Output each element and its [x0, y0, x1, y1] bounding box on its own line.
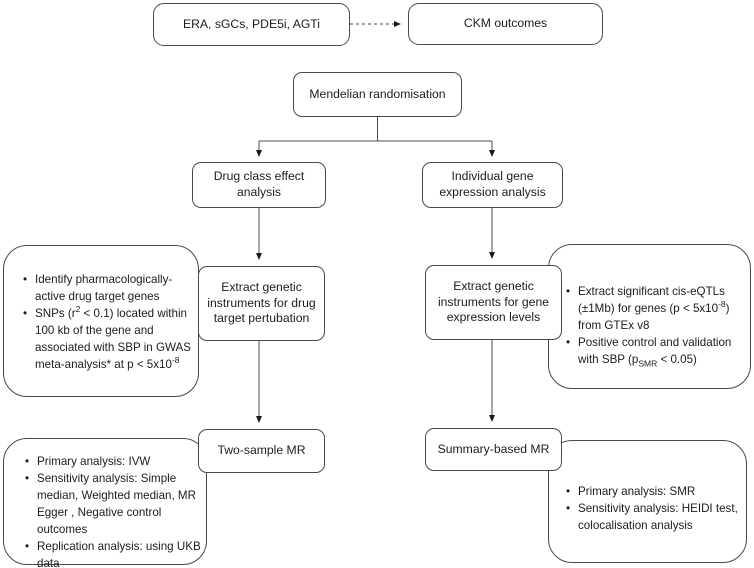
drug-instrument-notes-list: Identify pharmacologically-active drug t… — [4, 246, 198, 373]
note-item: SNPs (r2 < 0.1) located within 100 kb of… — [22, 305, 191, 373]
gene-instrument-notes-callout: Extract significant cis-eQTLs (±1Mb) for… — [548, 244, 751, 389]
exposures-box: ERA, sGCs, PDE5i, AGTi — [153, 3, 350, 46]
gene-analysis-notes-callout: Primary analysis: SMR Sensitivity analys… — [548, 440, 747, 563]
note-item: Primary analysis: IVW — [24, 453, 204, 470]
method-box: Mendelian randomisation — [293, 72, 462, 117]
note-item: Extract significant cis-eQTLs (±1Mb) for… — [565, 283, 747, 334]
twosample-mr-box: Two-sample MR — [198, 429, 325, 473]
note-item: Replication analysis: using UKB data — [24, 538, 204, 568]
outcomes-box: CKM outcomes — [408, 3, 603, 45]
note-item: Sensitivity analysis: Simple median, Wei… — [24, 470, 204, 538]
gene-extract-step-box: Extract genetic instruments for gene exp… — [425, 265, 562, 340]
note-item: Identify pharmacologically-active drug t… — [22, 271, 191, 305]
drug-extract-step-box: Extract genetic instruments for drug tar… — [198, 266, 325, 341]
note-item: Primary analysis: SMR — [565, 483, 742, 500]
drug-analysis-notes-callout: Primary analysis: IVW Sensitivity analys… — [3, 438, 207, 568]
gene-analysis-notes-list: Primary analysis: SMR Sensitivity analys… — [549, 441, 746, 534]
drug-branch-title-box: Drug class effect analysis — [192, 162, 326, 208]
note-item: Positive control and validation with SBP… — [565, 334, 747, 368]
drug-instrument-notes-callout: Identify pharmacologically-active drug t… — [3, 245, 199, 397]
gene-branch-title-box: Individual gene expression analysis — [422, 162, 563, 208]
gene-instrument-notes-list: Extract significant cis-eQTLs (±1Mb) for… — [549, 245, 750, 368]
note-item: Sensitivity analysis: HEIDI test, coloca… — [565, 500, 742, 534]
summary-mr-box: Summary-based MR — [425, 428, 562, 471]
drug-analysis-notes-list: Primary analysis: IVW Sensitivity analys… — [4, 439, 206, 568]
